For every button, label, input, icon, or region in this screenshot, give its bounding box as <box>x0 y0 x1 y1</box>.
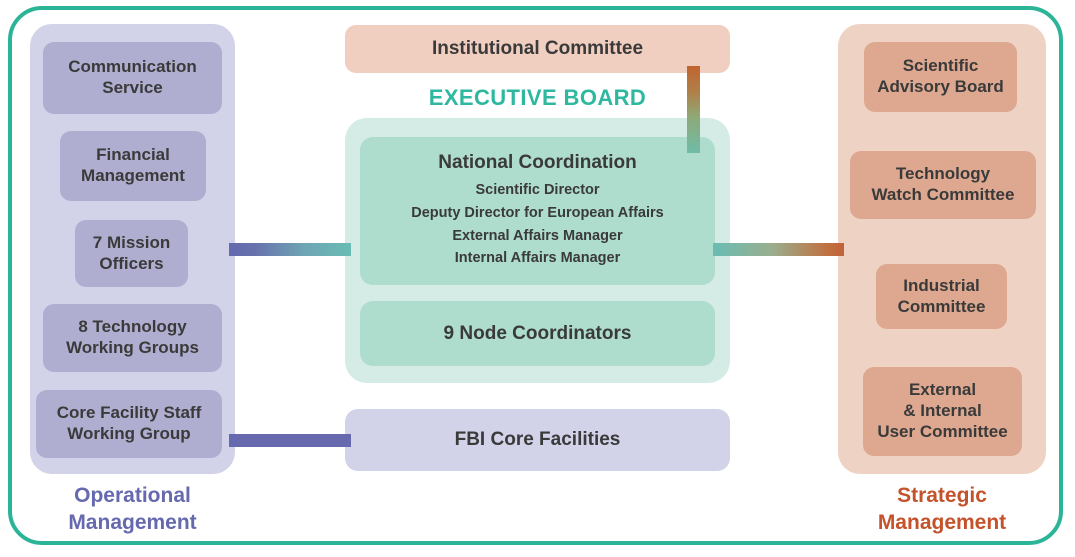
box-core-facility-staff-working-group[interactable]: Core Facility Staff Working Group <box>36 390 222 458</box>
box-line-2: Officers <box>99 253 164 273</box>
box-line-1: Financial <box>96 145 170 165</box>
box-technology-working-groups[interactable]: 8 Technology Working Groups <box>43 304 222 372</box>
box-line-2: Working Groups <box>66 338 199 357</box>
box-line-2: Advisory Board <box>877 77 1004 96</box>
box-financial-management[interactable]: Financial Management <box>60 131 206 201</box>
box-technology-watch-committee[interactable]: Technology Watch Committee <box>850 151 1036 219</box>
box-line-1: Technology <box>895 164 991 184</box>
role-external-affairs-manager: External Affairs Manager <box>452 227 623 244</box>
box-line-2: & Internal <box>903 401 982 421</box>
box-line-1: Communication <box>68 57 197 77</box>
strategic-management-caption: Strategic Management <box>838 483 1046 537</box>
executive-board-title: EXECUTIVE BOARD <box>428 85 647 110</box>
box-line-2: Working Group <box>67 424 191 443</box>
operational-management-caption: Operational Management <box>30 483 235 537</box>
operational-management-panel: Communication Service Financial Manageme… <box>30 24 235 474</box>
connector-operational-to-executive <box>229 243 351 256</box>
box-line-2: Committee <box>897 296 986 316</box>
box-line-2: Management <box>81 166 185 185</box>
box-fbi-core-facilities[interactable]: FBI Core Facilities <box>345 409 730 471</box>
box-scientific-advisory-board[interactable]: Scientific Advisory Board <box>864 42 1017 112</box>
box-line-1: Core Facility Staff <box>56 403 202 423</box>
caption-line-2: Management <box>68 510 197 534</box>
box-line-1: 7 Mission <box>92 232 171 252</box>
role-internal-affairs-manager: Internal Affairs Manager <box>454 250 621 267</box>
box-label: 9 Node Coordinators <box>443 322 632 344</box>
executive-board-panel: National Coordination Scientific Directo… <box>345 118 730 383</box>
strategic-management-panel: Scientific Advisory Board Technology Wat… <box>838 24 1046 474</box>
box-communication-service[interactable]: Communication Service <box>43 42 222 114</box>
connector-institutional-to-executive <box>687 66 700 153</box>
national-coordination-title: National Coordination <box>438 151 637 173</box>
box-line-3: User Committee <box>877 421 1008 441</box>
role-scientific-director: Scientific Director <box>475 181 600 198</box>
box-national-coordination[interactable]: National Coordination Scientific Directo… <box>360 137 715 285</box>
connector-core-facility-staff-to-fbi <box>229 434 351 447</box>
box-label: FBI Core Facilities <box>454 429 621 451</box>
box-line-1: External <box>908 380 977 400</box>
caption-line-1: Operational <box>74 484 191 507</box>
box-industrial-committee[interactable]: Industrial Committee <box>876 264 1007 329</box>
caption-line-2: Management <box>877 510 1007 534</box>
caption-line-1: Strategic <box>897 484 987 507</box>
box-line-2: Watch Committee <box>871 185 1015 204</box>
box-label: Institutional Committee <box>431 38 644 60</box>
box-node-coordinators[interactable]: 9 Node Coordinators <box>360 301 715 366</box>
box-external-internal-user-committee[interactable]: External & Internal User Committee <box>863 367 1022 456</box>
box-mission-officers[interactable]: 7 Mission Officers <box>75 220 188 287</box>
connector-executive-to-strategic <box>713 243 844 256</box>
box-institutional-committee[interactable]: Institutional Committee <box>345 25 730 73</box>
box-line-1: Scientific <box>902 56 979 76</box>
role-deputy-director-european-affairs: Deputy Director for European Affairs <box>411 204 664 221</box>
box-line-2: Service <box>102 78 163 97</box>
box-line-1: 8 Technology <box>78 317 187 337</box>
box-line-1: Industrial <box>903 275 980 295</box>
